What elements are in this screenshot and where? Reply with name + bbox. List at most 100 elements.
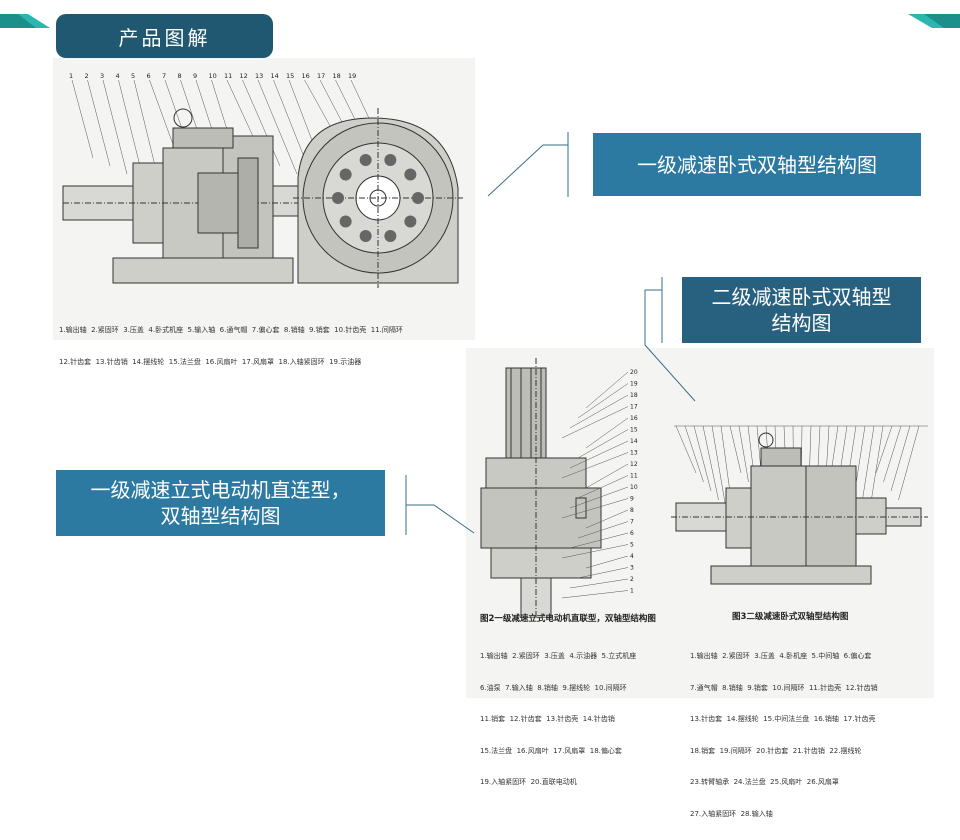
drawing3-leader-line (883, 425, 902, 483)
drawing1-part-number: 15 (286, 72, 294, 80)
drawing2-legend-line: 15.法兰盘 16.风扇叶 17.风扇罩 18.偏心套 (480, 746, 622, 755)
drawing2-part-number: 20 (630, 369, 638, 376)
drawing1-pin-hole (359, 230, 372, 243)
drawing2-leader-line (569, 440, 629, 469)
drawing2-part-number: 4 (630, 553, 634, 560)
drawing3-legend-line: 1.输出轴 2.紧固环 3.压盖 4.卧机座 5.中间轴 6.偏心套 (690, 652, 872, 660)
label-fig2-line2: 结构图 (771, 311, 832, 335)
drawing1-part-number: 4 (116, 72, 120, 80)
drawing2-leader-line (585, 371, 629, 409)
drawing2-part-number: 17 (630, 404, 638, 411)
drawing1-part-number: 16 (302, 72, 310, 80)
drawing1-pin-hole (339, 168, 352, 181)
label-fig3-line2: 双轴型结构图 (160, 504, 281, 528)
drawing1-pin-hole (384, 153, 397, 166)
drawing2-leader-line (585, 417, 629, 449)
drawing2-leader-line (585, 463, 629, 489)
drawing1-pin-hole (404, 215, 417, 228)
drawing2-part-number: 12 (630, 461, 638, 468)
drawing2-legend-line: 6.油泵 7.输入轴 8.销轴 9.摆线轮 10.间隔环 (480, 683, 627, 692)
drawing2-part-number: 1 (630, 588, 634, 595)
drawing1-pin-hole (359, 153, 372, 166)
drawing1-part-number: 9 (193, 72, 197, 80)
drawing1-part-number: 12 (240, 72, 248, 80)
drawing2-part-number: 2 (630, 576, 634, 583)
drawing1-pin-hole (332, 192, 344, 204)
page-title: 产品图解 (56, 14, 273, 58)
drawing3-leader-line (702, 425, 719, 501)
drawing3-legend-line: 7.通气帽 8.销轴 9.销套 10.间隔环 11.针齿壳 12.针齿销 (690, 683, 878, 692)
drawing2-leader-line (569, 486, 629, 509)
drawing1-leader-line (102, 79, 128, 175)
drawing3-leader-line (738, 425, 749, 483)
drawing1-part-number: 8 (178, 72, 182, 80)
drawing2-part-number: 8 (630, 507, 634, 514)
drawing1-leader-line (71, 79, 94, 159)
drawing2-leader-line (561, 544, 629, 559)
corner-accent-right (908, 14, 960, 28)
drawing2-part-number: 18 (630, 392, 638, 399)
drawing2-part-number: 3 (630, 565, 634, 572)
label-fig3-line1: 一级减速立式电动机直连型， (90, 478, 351, 502)
label-fig2: 二级减速卧式双轴型 结构图 (682, 277, 921, 343)
drawing2-leader-line (585, 555, 629, 569)
drawing2-leader-line (561, 590, 629, 599)
drawing1-leader-line (257, 79, 298, 175)
drawing1-leader-line (87, 79, 111, 167)
drawing3-leader-line (675, 425, 697, 474)
drawing1-part-number: 17 (317, 72, 325, 80)
drawing1-pin-hole (404, 168, 417, 181)
drawing2-part-number: 13 (630, 450, 638, 457)
drawing1-pin-hole (384, 230, 397, 243)
drawing3-legend-line: 13.针齿套 14.摆线轮 15.中间法兰盘 16.销轴 17.针齿壳 (690, 715, 876, 723)
drawing2-part-number: 5 (630, 542, 634, 549)
drawing1-part-number: 19 (348, 72, 356, 80)
drawing3-leader-line (860, 425, 875, 510)
drawing1-leader-line (242, 79, 281, 167)
drawing3-leader-line (875, 425, 893, 474)
drawing3-leader-line (898, 425, 920, 501)
drawing3-leader-line (830, 425, 839, 474)
drawing1-part-number: 2 (85, 72, 89, 80)
drawing3-legend-line: 18.销套 19.间隔环 20.针齿套 21.针齿销 22.摆线轮 (690, 746, 862, 755)
drawing2-part-number: 15 (630, 427, 638, 434)
drawing2-leader-line (577, 475, 629, 499)
drawing2-leader-line (561, 452, 629, 479)
drawing2-part-number: 6 (630, 530, 634, 537)
drawing3-leader-line (684, 425, 704, 483)
drawing3-caption: 图3二级减速卧式双轴型结构图 (732, 612, 849, 622)
drawing1-part-number: 14 (271, 72, 279, 80)
drawing3-leader-line (693, 425, 712, 492)
drawing3-leader-line (729, 425, 742, 474)
drawing2-leader-line (561, 498, 629, 519)
drawing2-leader-line (577, 567, 629, 579)
drawing1-part-number: 6 (147, 72, 151, 80)
drawing1-legend-line: 12.针齿套 13.针齿销 14.摆线轮 15.法兰盘 16.风扇叶 17.风扇… (59, 357, 362, 366)
drawing2-caption: 图2一级减速立式电动机直联型，双轴型结构图 (480, 614, 656, 624)
drawing1-legend: 1.输出轴 2.紧固环 3.压盖 4.卧式机座 5.输入轴 6.通气帽 7.偏心… (59, 304, 403, 388)
drawing1-part-number: 10 (209, 72, 217, 80)
drawing3-leader-line (890, 425, 911, 492)
drawing1-pin-hole (339, 215, 352, 228)
drawing1-part-number: 18 (333, 72, 341, 80)
drawing2-part-number: 14 (630, 438, 638, 445)
drawing2-part-number: 7 (630, 519, 634, 526)
drawing2-leader-line (569, 394, 629, 429)
corner-accent-left (0, 14, 50, 28)
drawing3-leader-line (711, 425, 727, 510)
label-fig2-line1: 二级减速卧式双轴型 (711, 285, 892, 309)
drawing2-leader-line (569, 578, 629, 589)
drawing2-leader-line (577, 521, 629, 539)
drawing3-schematic (671, 425, 928, 585)
drawing2-part-number: 9 (630, 496, 634, 503)
drawing2-leader-line (561, 406, 629, 439)
drawing2-legend-line: 11.销套 12.针齿套 13.针齿壳 14.针齿销 (480, 715, 615, 723)
label-fig1: 一级减速卧式双轴型结构图 (593, 133, 921, 196)
drawing2-legend-line: 19.入轴紧固环 20.直联电动机 (480, 778, 577, 786)
drawing2-leader-line (577, 429, 629, 459)
drawing1-part-number: 5 (131, 72, 135, 80)
drawing2-part-number: 19 (630, 381, 638, 388)
